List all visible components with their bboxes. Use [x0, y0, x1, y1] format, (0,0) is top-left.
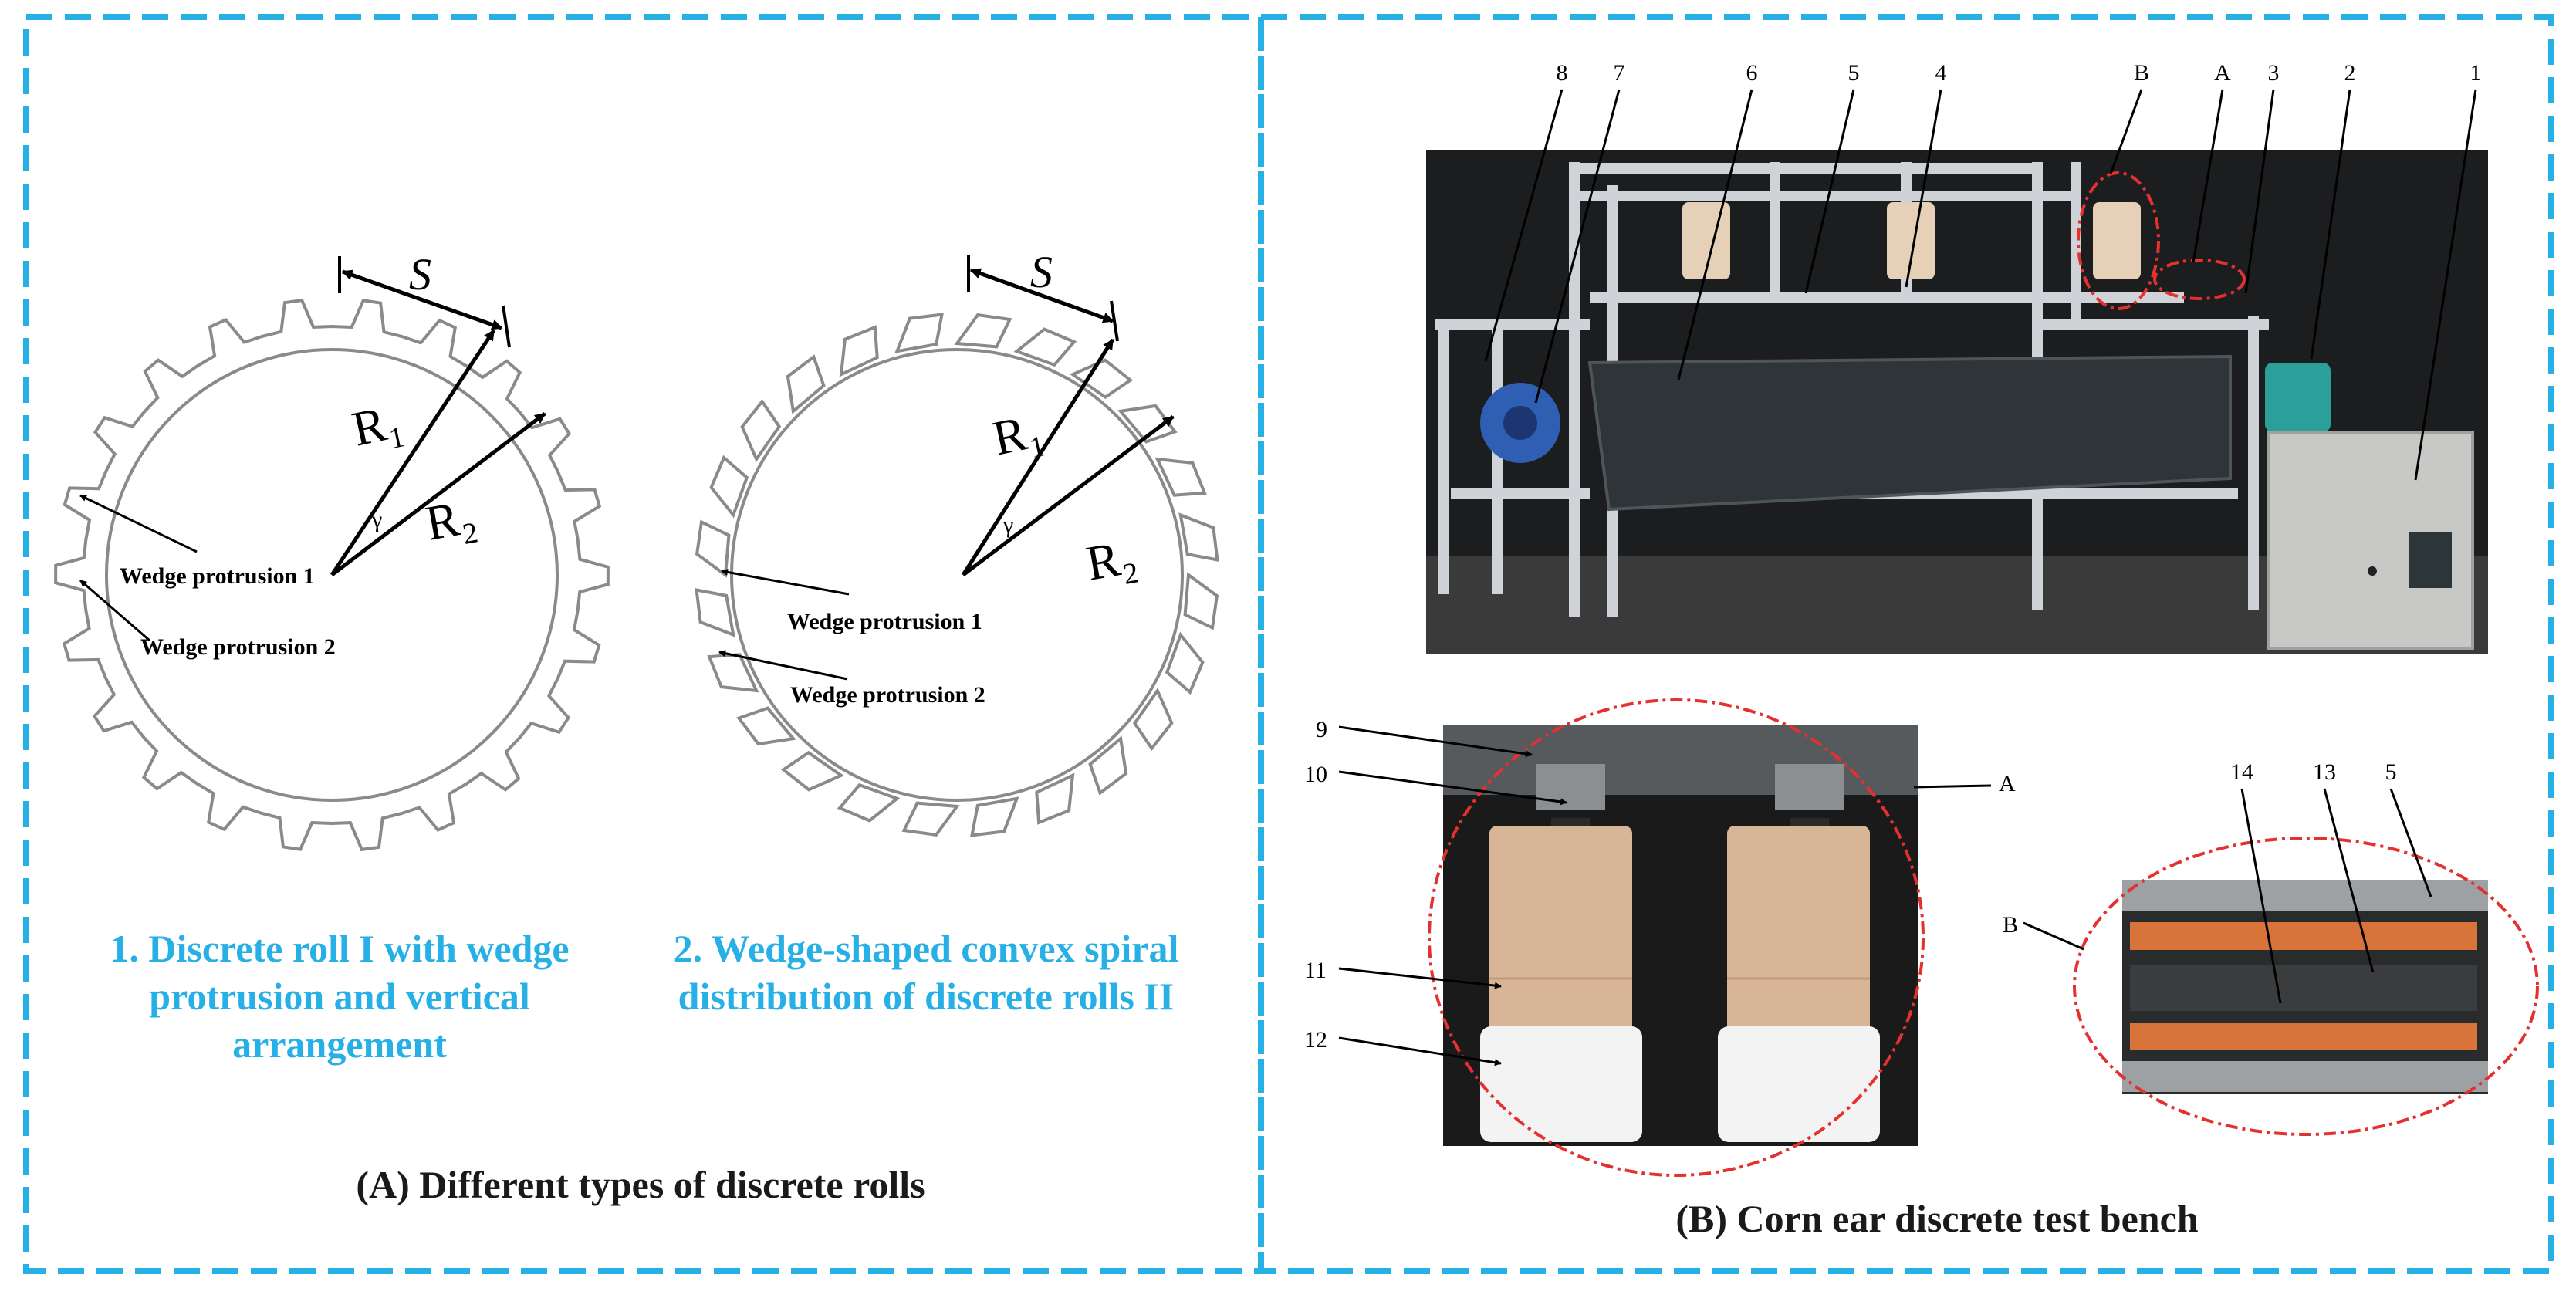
- panel-b-caption: (B) Corn ear discrete test bench: [1675, 1197, 2199, 1240]
- roll-1-r1-line: [330, 329, 496, 576]
- highlight-b: [2077, 171, 2160, 310]
- roll-1-outline: [54, 298, 610, 852]
- callout-2: 2: [2344, 60, 2356, 86]
- roll-1-wedge1-arrow: [79, 494, 198, 553]
- roll-2-wedge-block: [780, 750, 845, 792]
- roll-1-s-dimension: [341, 269, 503, 330]
- roll-2-wedge-block: [901, 801, 960, 837]
- callout-detail-b: B: [2003, 912, 2018, 938]
- roll-2-wedge-block: [1178, 512, 1219, 562]
- top-callouts: [1484, 89, 2477, 481]
- roll-2-wedge-block: [1132, 687, 1174, 752]
- roll-1-s-label: S: [409, 249, 431, 299]
- roll-2-wedge-block: [1069, 358, 1134, 400]
- roll-2-s-label: S: [1030, 247, 1053, 297]
- roll-2-wedge-block: [894, 313, 944, 353]
- callout-14: 14: [2230, 759, 2253, 785]
- roll-2-wedge-block: [837, 783, 901, 823]
- detail-b-highlight: [2073, 837, 2539, 1136]
- roll-2-wedge1-arrow: [721, 569, 850, 596]
- roll-1-wedge2-label: Wedge protrusion 2: [140, 634, 336, 660]
- roll-2-inner-circle: [730, 348, 1184, 802]
- roll-2-wedge-block: [736, 706, 796, 746]
- roll-2-r1-label: R₁: [988, 402, 1048, 466]
- roll-2-wedge-block: [1035, 772, 1075, 825]
- roll-1-diagram: S R₁ R₂ γ Wedge protrusion 1 Wedge protr…: [54, 249, 610, 852]
- callout-5: 5: [1848, 60, 1860, 86]
- roll-1-r2-line: [330, 412, 546, 576]
- highlight-a: [2153, 259, 2246, 300]
- roll-2-wedge-block: [1154, 457, 1207, 497]
- roll-2-wedge-block: [1165, 631, 1205, 695]
- roll-2-s-dimension: [969, 268, 1114, 323]
- roll-2-wedge-block: [839, 325, 879, 377]
- detail-b-callouts: [2023, 788, 2432, 1004]
- roll-2-r2-line: [962, 415, 1175, 576]
- roll-1-r1-label: R₁: [347, 393, 407, 457]
- roll-2-wedge-block: [970, 796, 1019, 837]
- roll-2-wedge2-arrow: [718, 650, 848, 681]
- callout-7: 7: [1614, 60, 1625, 86]
- roll-2-wedge-block: [1088, 735, 1128, 796]
- roll-1-r2-label: R₂: [421, 488, 480, 551]
- roll-2-wedge1-label: Wedge protrusion 1: [787, 609, 982, 634]
- detail-a-highlight: [1428, 698, 1925, 1177]
- callout-11: 11: [1304, 958, 1327, 983]
- callout-13: 13: [2313, 759, 2336, 785]
- detail-a-callouts: [1338, 725, 1992, 1066]
- callout-detail-a: A: [1999, 771, 2016, 796]
- roll-2-r2-label: R₂: [1082, 529, 1141, 591]
- roll-2-wedge-block: [786, 354, 826, 414]
- roll-1-inner-circle: [105, 348, 559, 802]
- roll-2-wedge-block: [1013, 327, 1077, 367]
- roll-2-wedge-block: [740, 398, 782, 463]
- callout-1: 1: [2470, 60, 2482, 86]
- callout-9: 9: [1316, 717, 1327, 742]
- roll-2-wedge-block: [954, 313, 1012, 349]
- roll-1-wedge2-arrow: [79, 579, 150, 642]
- roll-2-wedge-block: [1117, 404, 1178, 444]
- callout-3: 3: [2268, 60, 2280, 86]
- roll-2-title: 2. Wedge-shaped convex spiral distributi…: [673, 927, 1179, 1018]
- callout-8: 8: [1557, 60, 1568, 86]
- roll-2-r1-line: [961, 338, 1115, 576]
- roll-2-wedge-block: [709, 455, 749, 519]
- roll-2-diagram: S R₁ R₂ γ Wedge protrusion 1 Wedge protr…: [695, 247, 1219, 837]
- detail-a-photo: [1428, 698, 1925, 1177]
- detail-b-callout-labels: 14 13 5 B: [2003, 759, 2397, 938]
- roll-2-wedge2-label: Wedge protrusion 2: [790, 682, 985, 708]
- callout-12: 12: [1304, 1027, 1327, 1053]
- top-callout-labels: 8 7 6 5 4 B A 3 2 1: [1557, 60, 2482, 86]
- roll-2-wedge-block: [695, 588, 735, 637]
- roll-2-wedge-block: [1183, 572, 1219, 630]
- roll-2-wedge-block: [695, 519, 731, 578]
- test-bench-photo: [1426, 150, 2488, 654]
- callout-4: 4: [1935, 60, 1947, 86]
- callout-a: A: [2214, 60, 2231, 86]
- roll-2-gamma-label: γ: [1002, 512, 1013, 538]
- roll-1-gamma-label: γ: [371, 507, 382, 532]
- panel-a-caption: (A) Different types of discrete rolls: [356, 1163, 925, 1206]
- callout-b: B: [2134, 60, 2149, 86]
- callout-10: 10: [1304, 762, 1327, 787]
- detail-b-photo: [2073, 837, 2539, 1136]
- callout-5-detail: 5: [2385, 759, 2397, 785]
- roll-2-wedge-blocks: [695, 313, 1219, 837]
- detail-a-callout-labels: 9 10 11 12 A: [1304, 717, 2016, 1053]
- callout-6: 6: [1746, 60, 1758, 86]
- roll-1-wedge1-label: Wedge protrusion 1: [120, 563, 315, 589]
- roll-2-wedge-block: [707, 653, 759, 693]
- roll-1-title: 1. Discrete roll I with wedge protrusion…: [110, 927, 570, 1066]
- roll-1-s-tick-right: [502, 305, 511, 348]
- panel-b-frame: [1258, 14, 2554, 1274]
